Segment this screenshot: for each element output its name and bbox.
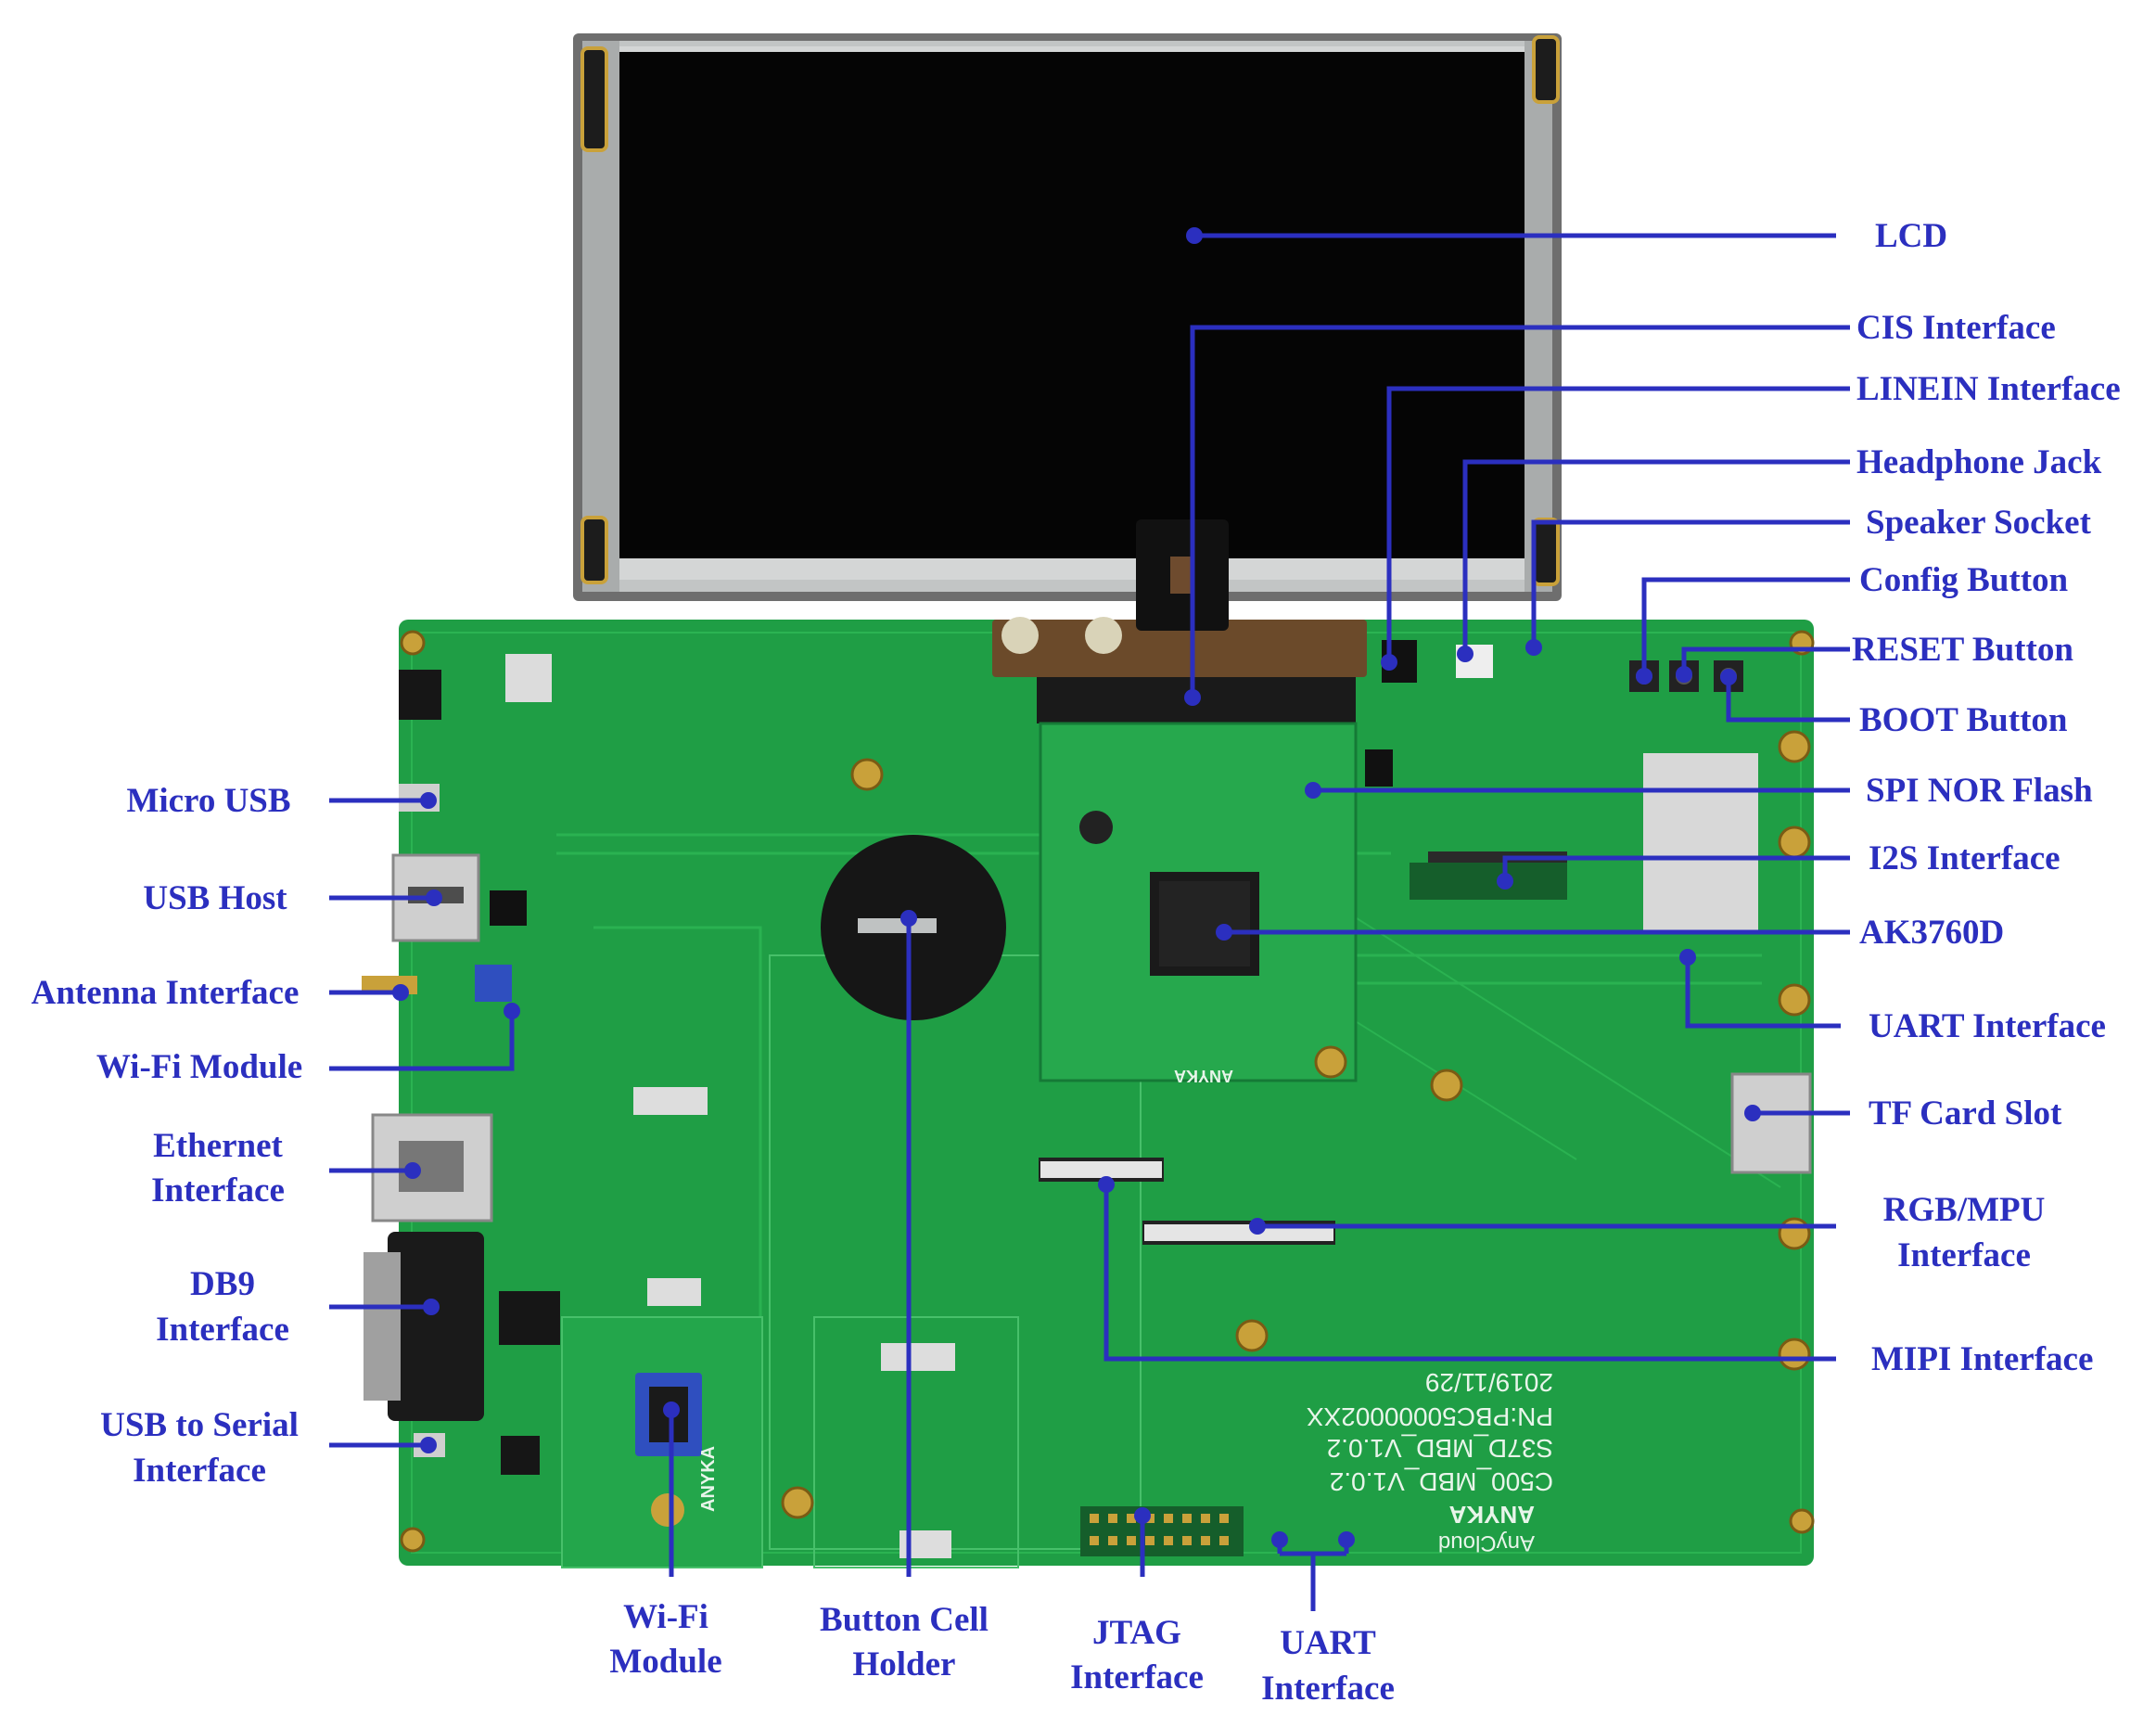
label-usb-host: USB Host: [143, 879, 287, 917]
label-ethernet-line2: Interface: [151, 1171, 285, 1210]
label-ak3760d: AK3760D: [1859, 914, 2004, 952]
components: ANYKA ANYKA: [362, 519, 1812, 1568]
label-micro-usb: Micro USB: [126, 782, 290, 820]
label-jtag-line1: JTAG: [1092, 1614, 1181, 1652]
label-spi-nor-flash: SPI NOR Flash: [1866, 772, 2093, 810]
silk-sub-brand: AnyCloud: [1438, 1530, 1535, 1555]
jtag-header: [1080, 1506, 1244, 1556]
tf-card-slot: [1730, 1072, 1812, 1174]
db9-connector: [388, 1232, 484, 1421]
label-cis-interface: CIS Interface: [1856, 309, 2056, 347]
lcd-screen: [619, 52, 1525, 558]
silk-part-number: PN:PBC50000002XX: [1306, 1402, 1553, 1431]
label-boot-button: BOOT Button: [1859, 701, 2068, 739]
label-usb-serial-line1: USB to Serial: [100, 1406, 299, 1444]
label-button-cell-line1: Button Cell: [820, 1601, 989, 1639]
label-rgb-mpu-line1: RGB/MPU: [1883, 1191, 2046, 1229]
label-uart-bottom-line2: Interface: [1261, 1670, 1395, 1708]
board-silkscreen: 2019/11/29 PN:PBC50000002XX S37D_MBD_V1.…: [1306, 1368, 1553, 1555]
dc-jack: [399, 670, 441, 720]
label-reset-button: RESET Button: [1852, 631, 2073, 669]
label-i2s-interface: I2S Interface: [1869, 839, 2060, 877]
wifi-module-brand-silk: ANYKA: [698, 1446, 719, 1512]
label-speaker-socket: Speaker Socket: [1866, 504, 2092, 542]
label-antenna-interface: Antenna Interface: [32, 974, 300, 1012]
silk-model-1: S37D_MBD_V1.0.2: [1327, 1434, 1553, 1463]
label-button-cell-line2: Holder: [853, 1645, 956, 1683]
label-linein-interface: LINEIN Interface: [1856, 370, 2121, 408]
label-rgb-mpu-line2: Interface: [1897, 1236, 2031, 1274]
label-db9-line2: Interface: [156, 1311, 289, 1349]
silk-brand: ANYKA: [1448, 1501, 1535, 1529]
label-lcd: LCD: [1875, 217, 1947, 255]
label-wifi-bottom-line1: Wi-Fi: [623, 1598, 708, 1636]
leader-lines: [329, 233, 1850, 1611]
label-uart-interface-right: UART Interface: [1869, 1007, 2106, 1045]
label-uart-bottom-line1: UART: [1280, 1624, 1376, 1662]
leader-dots: [392, 227, 1761, 1548]
module-brand-silk: ANYKA: [1174, 1067, 1233, 1085]
label-db9-line1: DB9: [190, 1265, 255, 1303]
label-wifi-bottom-line2: Module: [609, 1643, 721, 1681]
label-wifi-module-left: Wi-Fi Module: [96, 1048, 302, 1086]
label-mipi-interface: MIPI Interface: [1871, 1340, 2093, 1378]
label-ethernet-line1: Ethernet: [153, 1127, 283, 1165]
label-jtag-line2: Interface: [1070, 1658, 1204, 1696]
label-tf-card-slot: TF Card Slot: [1869, 1094, 2062, 1133]
silk-model-2: C500_MBD_V1.0.2: [1330, 1467, 1553, 1496]
label-headphone-jack: Headphone Jack: [1856, 443, 2102, 481]
label-usb-serial-line2: Interface: [133, 1452, 266, 1490]
labels: LCD CIS Interface LINEIN Interface Headp…: [32, 217, 2121, 1708]
label-config-button: Config Button: [1859, 561, 2069, 599]
lcd-panel: [573, 33, 1562, 601]
silk-date: 2019/11/29: [1425, 1368, 1553, 1397]
